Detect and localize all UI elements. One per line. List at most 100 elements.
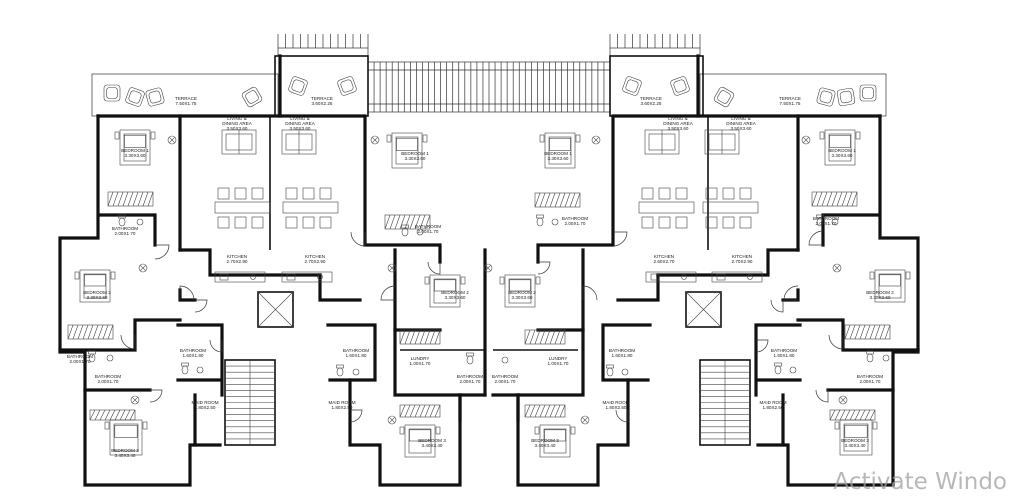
room-name: MAID ROOM [191, 400, 218, 405]
room-size: 3.50X3.60 [668, 126, 689, 131]
room-name: BATHROOM [180, 348, 206, 353]
room-name: BATHROOM [771, 348, 797, 353]
sink [882, 354, 890, 362]
bed [119, 129, 151, 166]
sink [416, 228, 424, 236]
door-swing [154, 244, 170, 260]
kitchen-counter [281, 271, 333, 283]
nightstand [150, 131, 156, 140]
nightstand [575, 134, 581, 143]
room-name: BEDROOM 1 [121, 148, 149, 153]
room-name: BATHROOM [457, 374, 483, 379]
room-name: BATHROOM [562, 216, 588, 221]
fixture-x [387, 263, 397, 273]
nightstand [534, 426, 540, 435]
toilet [606, 367, 614, 377]
terrace-inner-right [609, 55, 704, 117]
sink [831, 218, 839, 226]
room-name: KITCHEN [654, 254, 674, 259]
dining-chair [234, 216, 247, 229]
terrace-chair [713, 86, 735, 108]
room-size: 2.70X2.90 [305, 259, 326, 264]
nightstand [535, 276, 541, 285]
fixture-x [138, 263, 148, 273]
interior-wall [318, 273, 362, 302]
door-swing [537, 261, 551, 275]
dining-table [702, 201, 759, 214]
door-swing [149, 389, 163, 403]
door-swing [194, 299, 208, 313]
dining-chair [217, 216, 230, 229]
nightstand [114, 131, 120, 140]
terrace-chair [145, 87, 165, 107]
room-subname: DINING AREA [222, 121, 253, 126]
terrace-chair [103, 84, 121, 102]
room-name: TERRACE [640, 96, 662, 101]
interior-wall [393, 248, 487, 397]
wardrobe [89, 409, 136, 421]
room-size: 1.80X2.50 [195, 405, 216, 410]
interior-wall [796, 318, 920, 352]
terrace-chair [836, 87, 856, 107]
room-name: TERRACE [311, 96, 333, 101]
room-name: LUNDRY [549, 356, 568, 361]
toilet [181, 365, 189, 375]
stove-burner [681, 274, 687, 280]
activate-windows-watermark: Activate Windo [833, 469, 1007, 495]
balcony-railing [277, 47, 369, 57]
room-name: BATHROOM [112, 226, 138, 231]
interior-wall [348, 378, 462, 487]
room-name: BEDROOM 1 [544, 151, 572, 156]
nightstand [110, 271, 116, 280]
room-size: 2.00X1.70 [460, 379, 481, 384]
dining-table [214, 201, 271, 214]
room-size: 2.60X2.70 [654, 259, 675, 264]
room-subname: DINING AREA [726, 121, 757, 126]
room-size: 1.80X2.50 [606, 405, 627, 410]
room-size: 1.80X2.50 [332, 405, 353, 410]
bed [404, 424, 436, 458]
dining-chair [675, 187, 688, 200]
door-swing [783, 285, 799, 301]
room-size: 3.30X3.60 [512, 295, 533, 300]
terrace-chair [670, 76, 690, 96]
room-name: BEDROOM 2 [441, 290, 469, 295]
dining-table [638, 201, 695, 214]
wardrobe [844, 324, 891, 340]
fixture-x [130, 395, 140, 405]
door-swing [808, 230, 824, 246]
nightstand [424, 276, 430, 285]
stove-burner [317, 274, 323, 280]
door-swing [828, 334, 844, 350]
bed [79, 269, 111, 303]
bed [824, 129, 856, 166]
nightstand [499, 276, 505, 285]
room-size: 3.50X3.60 [227, 126, 248, 131]
room-size: 2.00X1.70 [860, 379, 881, 384]
terrace-chair [859, 84, 877, 102]
dining-chair [302, 216, 315, 229]
room-size: 1.80X2.50 [763, 405, 784, 410]
dining-chair [658, 187, 671, 200]
nightstand [872, 421, 878, 430]
dining-chair [722, 187, 735, 200]
